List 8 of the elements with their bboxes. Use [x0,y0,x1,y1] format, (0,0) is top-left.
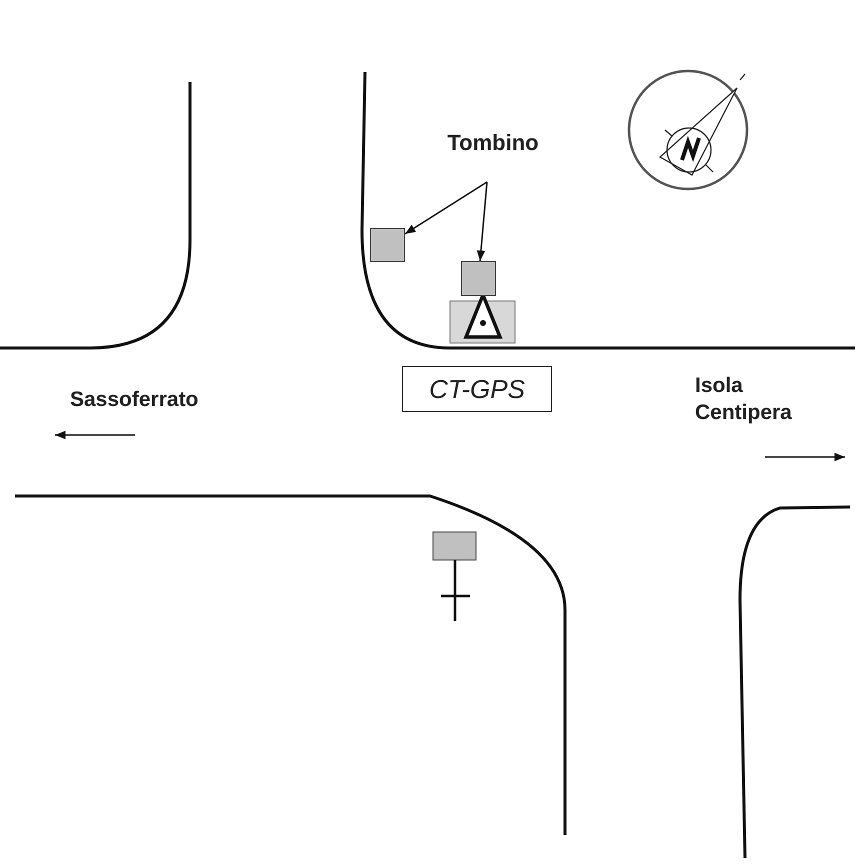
station-label-box: CT-GPS [402,366,552,412]
arrow [476,182,488,262]
callout-text: Tombino [428,126,558,158]
place-name: Isola Centipera [695,373,793,426]
place-name: Sassoferrato [70,387,200,413]
arrow [404,181,488,235]
manhole-square [461,261,496,296]
manhole-square [370,228,405,262]
